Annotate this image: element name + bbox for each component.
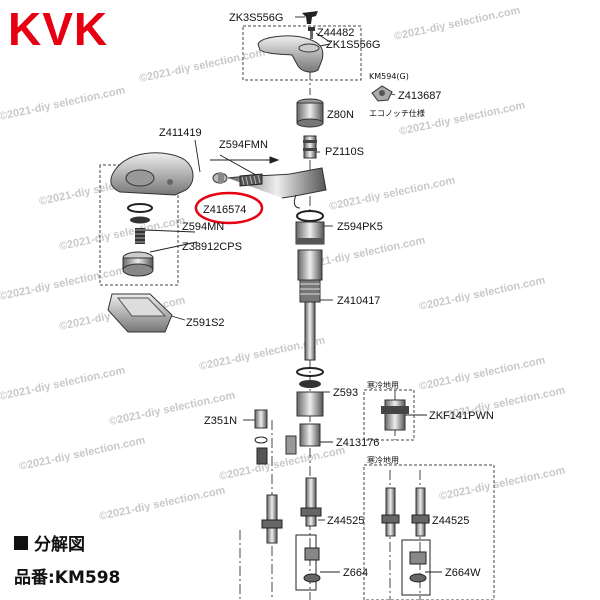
part-zk3s556g-cap — [302, 11, 318, 24]
part-z411419-sprayhead — [110, 152, 194, 196]
watermark-layer: ©2021-diy selection.com ©2021-diy select… — [0, 4, 567, 523]
part-z594mn-stack — [127, 203, 153, 244]
part-z413687 — [371, 85, 393, 102]
watermark-text: ©2021-diy selection.com — [0, 264, 127, 303]
watermark-text: ©2021-diy selection.com — [328, 174, 456, 213]
watermark-text: ©2021-diy selection.com — [98, 484, 226, 523]
diagram-title: 分解図 — [14, 530, 85, 555]
model-number: 品番:KM598 — [14, 568, 121, 588]
note-km594g: KM594(G) — [369, 72, 409, 81]
part-z410417-cartridge — [297, 249, 323, 361]
part-z44482-screw — [308, 27, 315, 39]
label-z80n: Z80N — [327, 109, 354, 121]
part-z80n — [296, 98, 324, 128]
watermark-text: ©2021-diy selection.com — [398, 99, 526, 138]
watermark-text: ©2021-diy selection.com — [58, 214, 186, 253]
part-z594pk5 — [295, 210, 325, 245]
label-zk3s556g: ZK3S556G — [229, 12, 283, 24]
note-cold-region-2: 寒冷地用 — [367, 455, 399, 465]
label-z416574: Z416574 — [203, 204, 246, 216]
part-z664w — [401, 539, 431, 596]
watermark-text: ©2021-diy selection.com — [0, 84, 127, 123]
square-bullet-icon — [14, 535, 28, 550]
label-z351n: Z351N — [204, 415, 237, 427]
part-zk1s556g-lever — [257, 35, 324, 73]
part-z664 — [295, 534, 321, 591]
part-z38912cps-nozzle — [122, 251, 154, 277]
highlight-ring — [194, 191, 264, 225]
part-z44525-right — [381, 487, 430, 537]
watermark-text: ©2021-diy selection.com — [418, 274, 546, 313]
part-z591s2-tray — [107, 293, 173, 333]
part-z351n — [254, 409, 268, 465]
label-z411419: Z411419 — [159, 127, 202, 139]
note-eco-notch: エコノッチ仕様 — [369, 108, 425, 118]
diagram-title-text: 分解図 — [34, 535, 85, 555]
assembly-arrow — [210, 156, 280, 164]
part-z413176 — [285, 423, 321, 455]
watermark-text: ©2021-diy selection.com — [18, 434, 146, 473]
watermark-text: ©2021-diy selection.com — [0, 364, 127, 403]
sprayhead-box — [99, 164, 179, 286]
watermark-text: ©2021-diy selection.com — [438, 464, 566, 503]
label-z413176: Z413176 — [336, 437, 379, 449]
part-pz110s — [303, 135, 317, 159]
label-z38912cps: Z38912CPS — [182, 241, 242, 253]
part-labels: ZK3S556G Z44482 ZK1S556G Z413687 Z80N Z4… — [159, 12, 494, 579]
label-z591s2: Z591S2 — [186, 317, 225, 329]
label-z594pk5: Z594PK5 — [337, 221, 383, 233]
part-zkf141pwn — [381, 399, 409, 431]
label-z594mn: Z594MN — [182, 221, 224, 233]
watermark-text: ©2021-diy selection.com — [218, 444, 346, 483]
part-z44525-left — [261, 477, 322, 544]
label-z664: Z664 — [343, 567, 368, 579]
lever-box — [242, 25, 362, 81]
label-pz110s: PZ110S — [325, 146, 364, 158]
label-z44482: Z44482 — [317, 27, 354, 39]
notes: KM594(G) エコノッチ仕様 寒冷地用 寒冷地用 — [367, 72, 425, 465]
watermark-text: ©2021-diy selection.com — [393, 4, 521, 43]
part-z594fmn-hose — [227, 167, 327, 209]
note-cold-region-1: 寒冷地用 — [367, 380, 399, 390]
label-zkf141pwn: ZKF141PWN — [429, 410, 494, 422]
watermark-text: ©2021-diy selection.com — [418, 354, 546, 393]
label-z44525-left: Z44525 — [327, 515, 364, 527]
label-z594fmn: Z594FMN — [219, 139, 268, 151]
label-z593: Z593 — [333, 387, 358, 399]
label-z664w: Z664W — [445, 567, 481, 579]
label-zk1s556g: ZK1S556G — [326, 39, 380, 51]
label-z44525-right: Z44525 — [432, 515, 469, 527]
part-z593 — [296, 367, 324, 417]
cold-region-box-2 — [363, 464, 495, 600]
part-z416574 — [212, 172, 228, 184]
label-z413687: Z413687 — [398, 90, 441, 102]
label-z410417: Z410417 — [337, 295, 380, 307]
brand-logo: KVK — [8, 3, 109, 55]
watermark-text: ©2021-diy selection.com — [138, 46, 266, 85]
